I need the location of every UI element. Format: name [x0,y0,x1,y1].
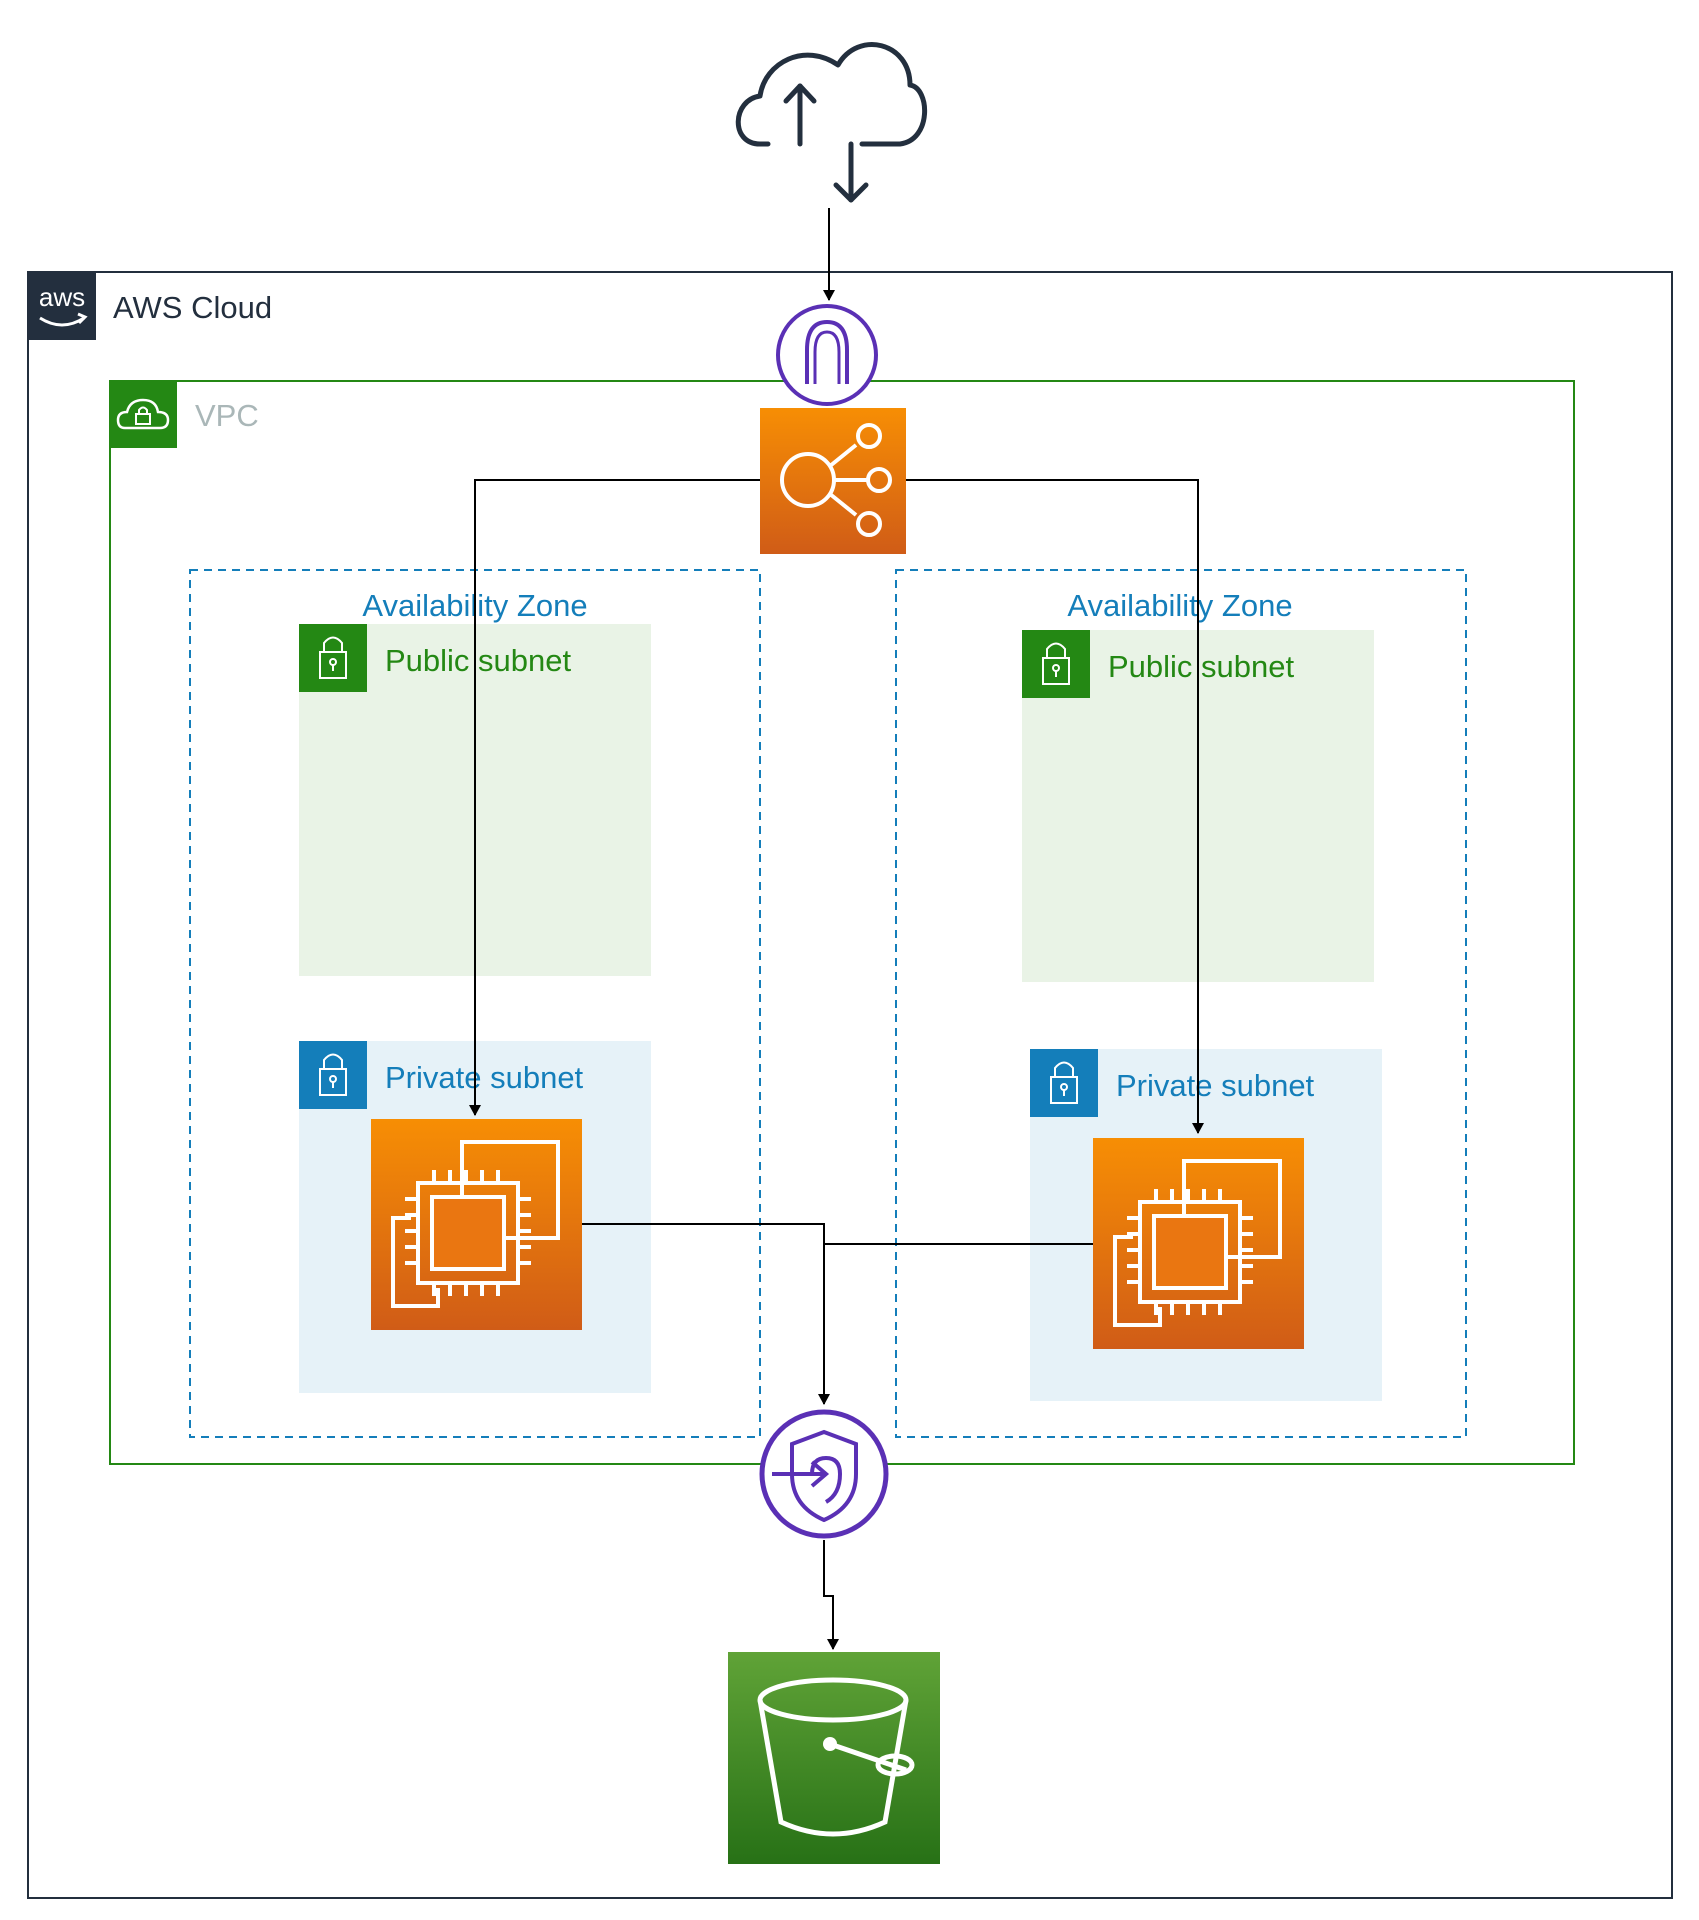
aws-cloud-label: AWS Cloud [113,290,272,325]
edge-lb-to-ec2-right [906,479,1204,1134]
az-right-label: Availability Zone [1067,588,1292,623]
private-subnet-lock-icon [299,1041,367,1109]
private-subnet-left-label: Private subnet [385,1060,584,1095]
private-subnet-lock-icon [1030,1049,1098,1117]
connectors [469,208,1204,1650]
s3-bucket-icon [728,1652,940,1864]
aws-logo-text: aws [39,282,85,312]
internet-gateway-icon [776,304,878,406]
elastic-load-balancing-icon [760,408,906,554]
ec2-instances-icon-left [371,1119,582,1330]
edge-endpoint-to-s3 [823,1540,839,1650]
availability-zone-right: Availability Zone [895,569,1467,1438]
ec2-instances-icon-right [1093,1138,1304,1349]
aws-cloud-group: aws AWS Cloud [27,271,1673,1899]
private-subnet-right-label: Private subnet [1116,1068,1315,1103]
vpc-endpoint-icon [759,1409,889,1539]
edge-lb-to-ec2-left [469,479,760,1116]
public-subnet-lock-icon [299,624,367,692]
cloud-upload-download-icon [735,42,928,203]
public-subnet-lock-icon [1022,630,1090,698]
public-subnet-left-label: Public subnet [385,643,572,678]
edge-ec2-left-to-endpoint [582,1223,830,1405]
vpc-label: VPC [195,398,259,433]
public-subnet-right-label: Public subnet [1108,649,1295,684]
vpc-cloud-lock-icon [110,381,177,448]
aws-logo-icon: aws [28,272,96,340]
